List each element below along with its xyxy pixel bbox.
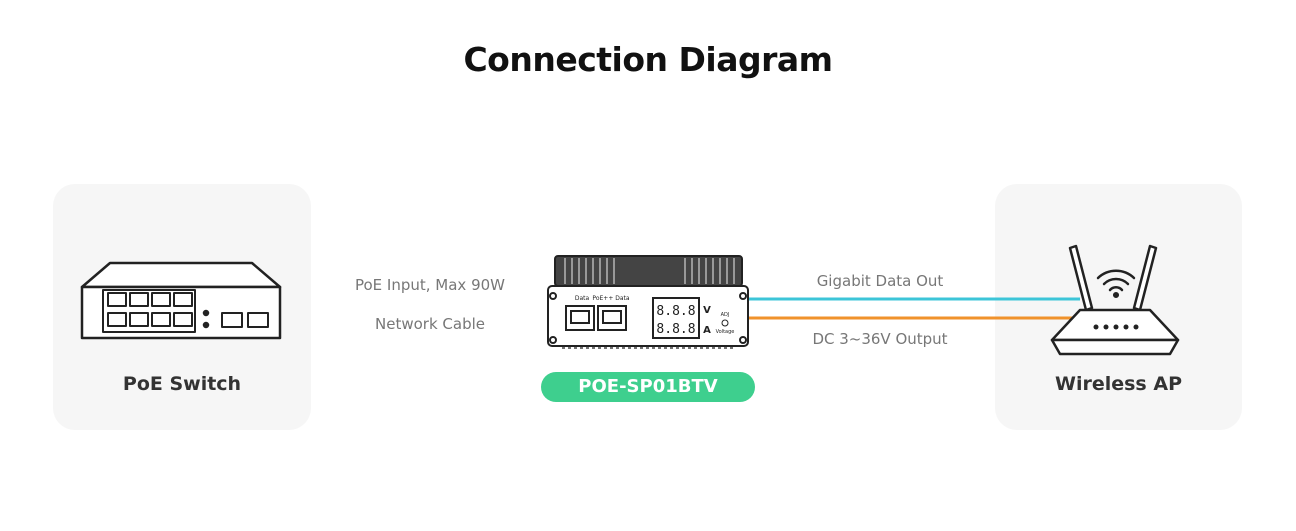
input-cable-label-bottom: Network Cable <box>375 315 485 333</box>
port-label-poe: PoE++ Data <box>592 295 629 302</box>
power-out-label: DC 3~36V Output <box>812 330 948 348</box>
device-model-badge: POE-SP01BTV <box>541 372 755 402</box>
display-volt: 8.8.8 <box>656 304 695 319</box>
voltage-label: Voltage <box>716 329 735 335</box>
adj-label: ADJ <box>721 312 730 318</box>
page-title: Connection Diagram <box>463 40 833 79</box>
data-out-label: Gigabit Data Out <box>816 272 944 290</box>
port-label-data: Data <box>575 295 590 302</box>
unit-a: A <box>703 325 711 336</box>
wifi-icon <box>1096 269 1136 299</box>
unit-v: V <box>703 305 711 316</box>
wireless-router-icon <box>1050 244 1180 356</box>
display-amp: 8.8.8 <box>656 322 695 337</box>
injector-device-icon <box>547 255 749 349</box>
wireless-ap-card <box>995 184 1242 430</box>
poe-switch-label: PoE Switch <box>122 373 242 395</box>
adj-knob-icon <box>721 319 729 327</box>
wireless-ap-label: Wireless AP <box>1055 373 1182 395</box>
poe-switch-icon <box>80 261 282 340</box>
input-cable-label-top: PoE Input, Max 90W <box>354 276 505 294</box>
